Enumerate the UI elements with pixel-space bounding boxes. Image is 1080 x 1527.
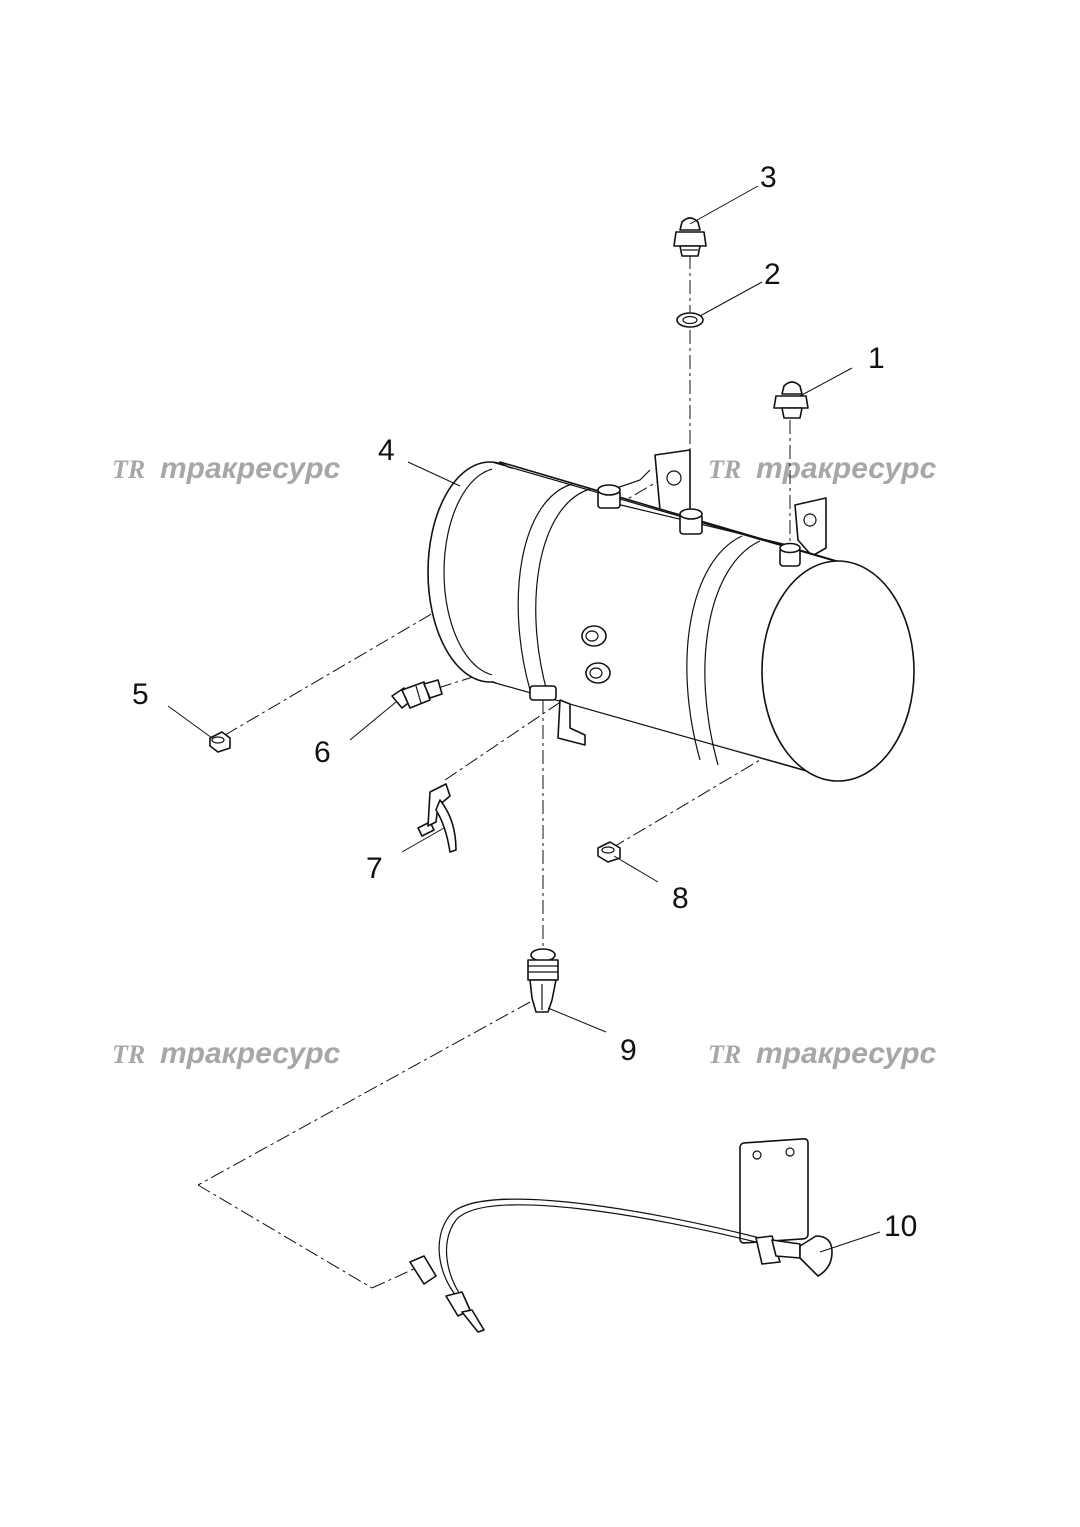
callout-5: 5	[132, 678, 149, 711]
tank-hook	[557, 699, 586, 746]
callouts: 1 2 3 4 5 6 7 8 9 10	[132, 161, 917, 1243]
plug-part-1	[773, 381, 809, 419]
sensor-part-6	[391, 679, 443, 709]
port-side-upper	[581, 625, 607, 647]
watermark-logo: TR	[708, 455, 741, 484]
watermark-bottom-right: TR тракресурс	[708, 1037, 937, 1070]
port-bottom	[529, 685, 557, 701]
watermark-top-left: TR тракресурс	[112, 452, 341, 485]
bolt-part-5	[209, 731, 231, 753]
tank-bracket-right	[794, 497, 827, 557]
callout-4: 4	[378, 434, 395, 467]
plug-part-3	[673, 217, 707, 257]
callout-6: 6	[314, 736, 331, 769]
callout-2: 2	[764, 258, 781, 291]
air-tank	[427, 449, 915, 782]
callout-9: 9	[620, 1034, 637, 1067]
tank-end-right	[761, 560, 915, 782]
watermark-logo: TR	[112, 1040, 145, 1069]
pull-cable-part-10	[409, 1137, 833, 1333]
callout-7: 7	[366, 852, 383, 885]
watermark-text: тракресурс	[756, 452, 937, 485]
watermark-top-right: TR тракресурс	[708, 452, 937, 485]
watermark-text: тракресурс	[756, 1037, 937, 1070]
seal-ring-part-2	[676, 312, 704, 328]
watermark-logo: TR	[112, 455, 145, 484]
drain-valve-part-9	[527, 948, 559, 1013]
assembly-lines	[197, 255, 791, 1289]
cable-mount-plate	[739, 1137, 809, 1244]
watermark-bottom-left: TR тракресурс	[112, 1037, 341, 1070]
drain-valve-part-7	[417, 783, 457, 853]
bolt-part-8	[597, 841, 621, 863]
callout-3: 3	[760, 161, 777, 194]
callout-10: 10	[884, 1210, 917, 1243]
watermark-logo: TR	[708, 1040, 741, 1069]
leader-lines	[167, 185, 881, 1253]
callout-8: 8	[672, 882, 689, 915]
port-side-lower	[585, 662, 611, 684]
watermark-text: тракресурс	[160, 1037, 341, 1070]
callout-1: 1	[868, 342, 885, 375]
watermark-text: тракресурс	[160, 452, 341, 485]
